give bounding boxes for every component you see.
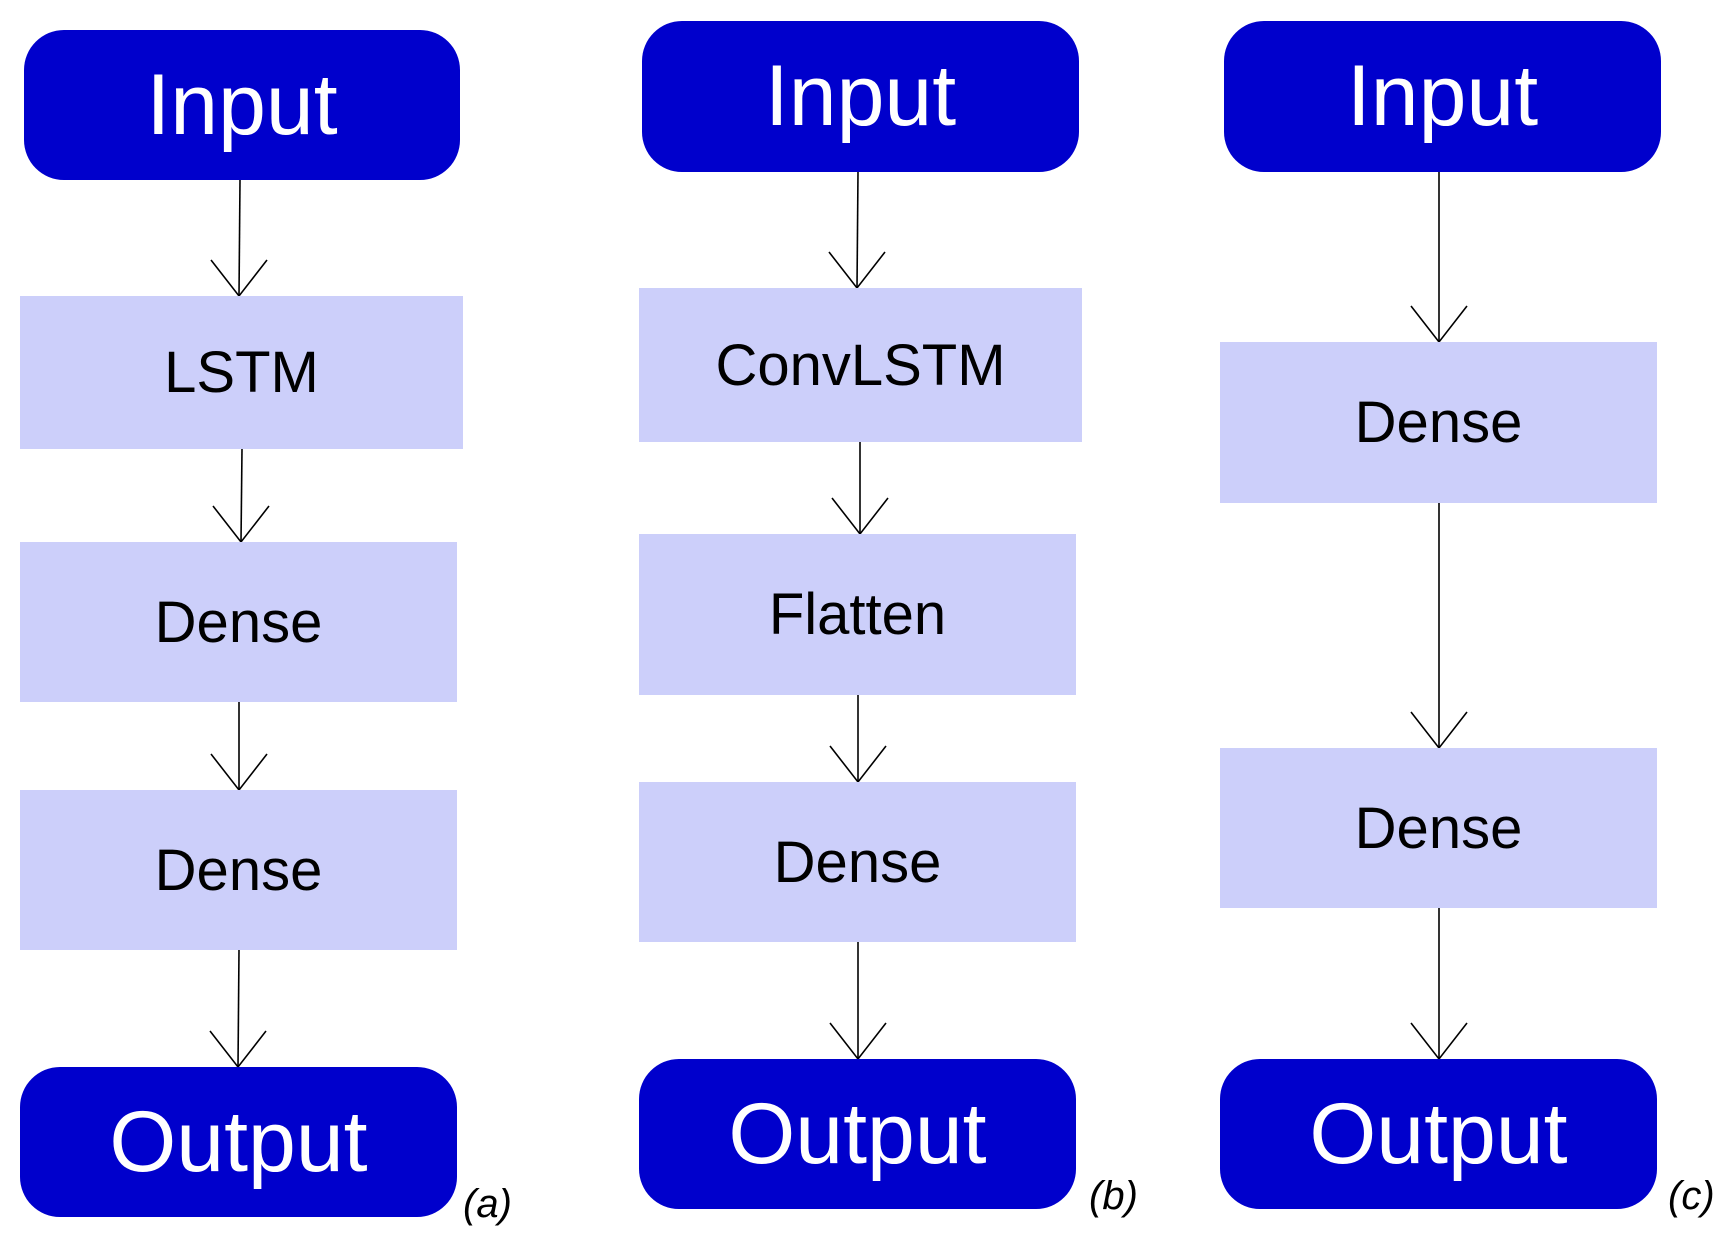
- panel-a-edge-3: [210, 702, 268, 792]
- node-label: Dense: [773, 829, 942, 895]
- node-label: ConvLSTM: [715, 332, 1006, 398]
- panel-b-dense-node: Dense: [639, 782, 1076, 942]
- panel-a-edge-2: [212, 448, 270, 544]
- panel-b-label: (b): [1089, 1174, 1138, 1218]
- node-label: Input: [146, 56, 338, 153]
- panel-b-edge-4: [829, 942, 887, 1061]
- edge-line: [856, 171, 859, 289]
- panel-b-convlstm-node: ConvLSTM: [639, 288, 1082, 442]
- panel-a-lstm-node: LSTM: [20, 296, 463, 449]
- panel-c-label: (c): [1668, 1174, 1715, 1218]
- panel-a-dense-node-2: Dense: [20, 790, 457, 950]
- node-label: Dense: [154, 589, 323, 655]
- panel-c-edge-2: [1410, 503, 1468, 750]
- node-label: Output: [1309, 1085, 1568, 1182]
- node-label: Dense: [1354, 795, 1523, 861]
- node-label: Dense: [1354, 390, 1523, 455]
- panel-c-edge-1: [1410, 172, 1468, 344]
- edge-line: [238, 179, 241, 297]
- node-label: Output: [109, 1093, 368, 1190]
- panel-c-dense-node-2: Dense: [1220, 748, 1657, 908]
- node-label: LSTM: [164, 340, 319, 405]
- panel-b-flatten-node: Flatten: [639, 534, 1076, 695]
- panel-a-output-node: Output: [20, 1067, 457, 1217]
- node-label: Dense: [154, 837, 323, 903]
- edge-line: [240, 448, 243, 543]
- node-label: Flatten: [768, 582, 947, 647]
- edge-line: [237, 949, 240, 1068]
- node-label: Input: [764, 48, 957, 144]
- panel-b-edge-1: [828, 171, 886, 290]
- panel-b-input-node: Input: [642, 21, 1079, 172]
- panel-b-edge-2: [831, 442, 889, 536]
- node-label: Input: [1346, 48, 1539, 144]
- node-label: Output: [728, 1085, 987, 1182]
- panel-c-output-node: Output: [1220, 1059, 1657, 1209]
- panel-a-edge-4: [209, 949, 267, 1069]
- panel-b-edge-3: [829, 695, 887, 784]
- panel-a-label: (a): [463, 1182, 512, 1226]
- panel-a-dense-node-1: Dense: [20, 542, 457, 702]
- panel-b-output-node: Output: [639, 1059, 1076, 1209]
- panel-a-edge-1: [210, 179, 268, 298]
- panel-c-edge-3: [1410, 908, 1468, 1061]
- panel-c-input-node: Input: [1224, 21, 1661, 172]
- panel-a-input-node: Input: [24, 30, 460, 180]
- panel-c-dense-node-1: Dense: [1220, 342, 1657, 503]
